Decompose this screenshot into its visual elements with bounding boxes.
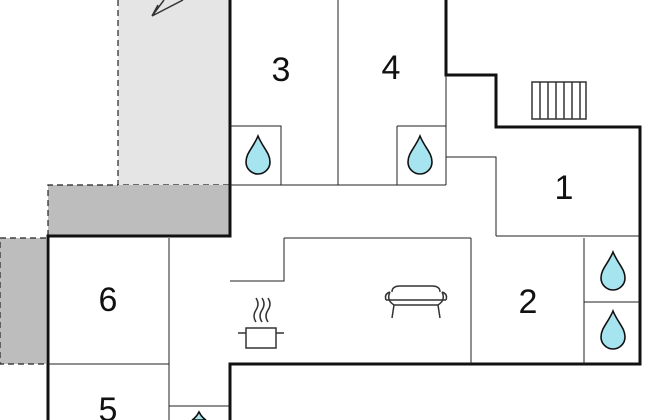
cooking-pot-icon xyxy=(238,297,284,349)
terrace-left-outline xyxy=(0,237,46,365)
room-label-4: 4 xyxy=(382,49,401,87)
outer-wall xyxy=(46,0,642,420)
interior-walls xyxy=(48,0,640,420)
terrace-left xyxy=(0,238,46,364)
room-label-6: 6 xyxy=(99,281,118,319)
terrace-upper xyxy=(118,0,230,185)
water-drop-icon xyxy=(245,133,271,175)
water-drop-icon xyxy=(191,410,207,420)
radiator-icon xyxy=(531,81,587,120)
room-label-2: 2 xyxy=(519,283,538,321)
room-label-5: 5 xyxy=(99,391,118,420)
terrace-middle-outline xyxy=(47,184,118,236)
compass-arrow-icon xyxy=(151,0,184,17)
terrace-middle xyxy=(48,185,230,236)
room-label-3: 3 xyxy=(272,51,291,89)
water-drop-icon xyxy=(600,249,626,291)
water-drop-icon xyxy=(600,308,626,350)
room-label-1: 1 xyxy=(555,169,574,207)
sofa-icon xyxy=(384,285,448,319)
terraces xyxy=(0,0,230,365)
water-drop-icon xyxy=(407,133,433,175)
